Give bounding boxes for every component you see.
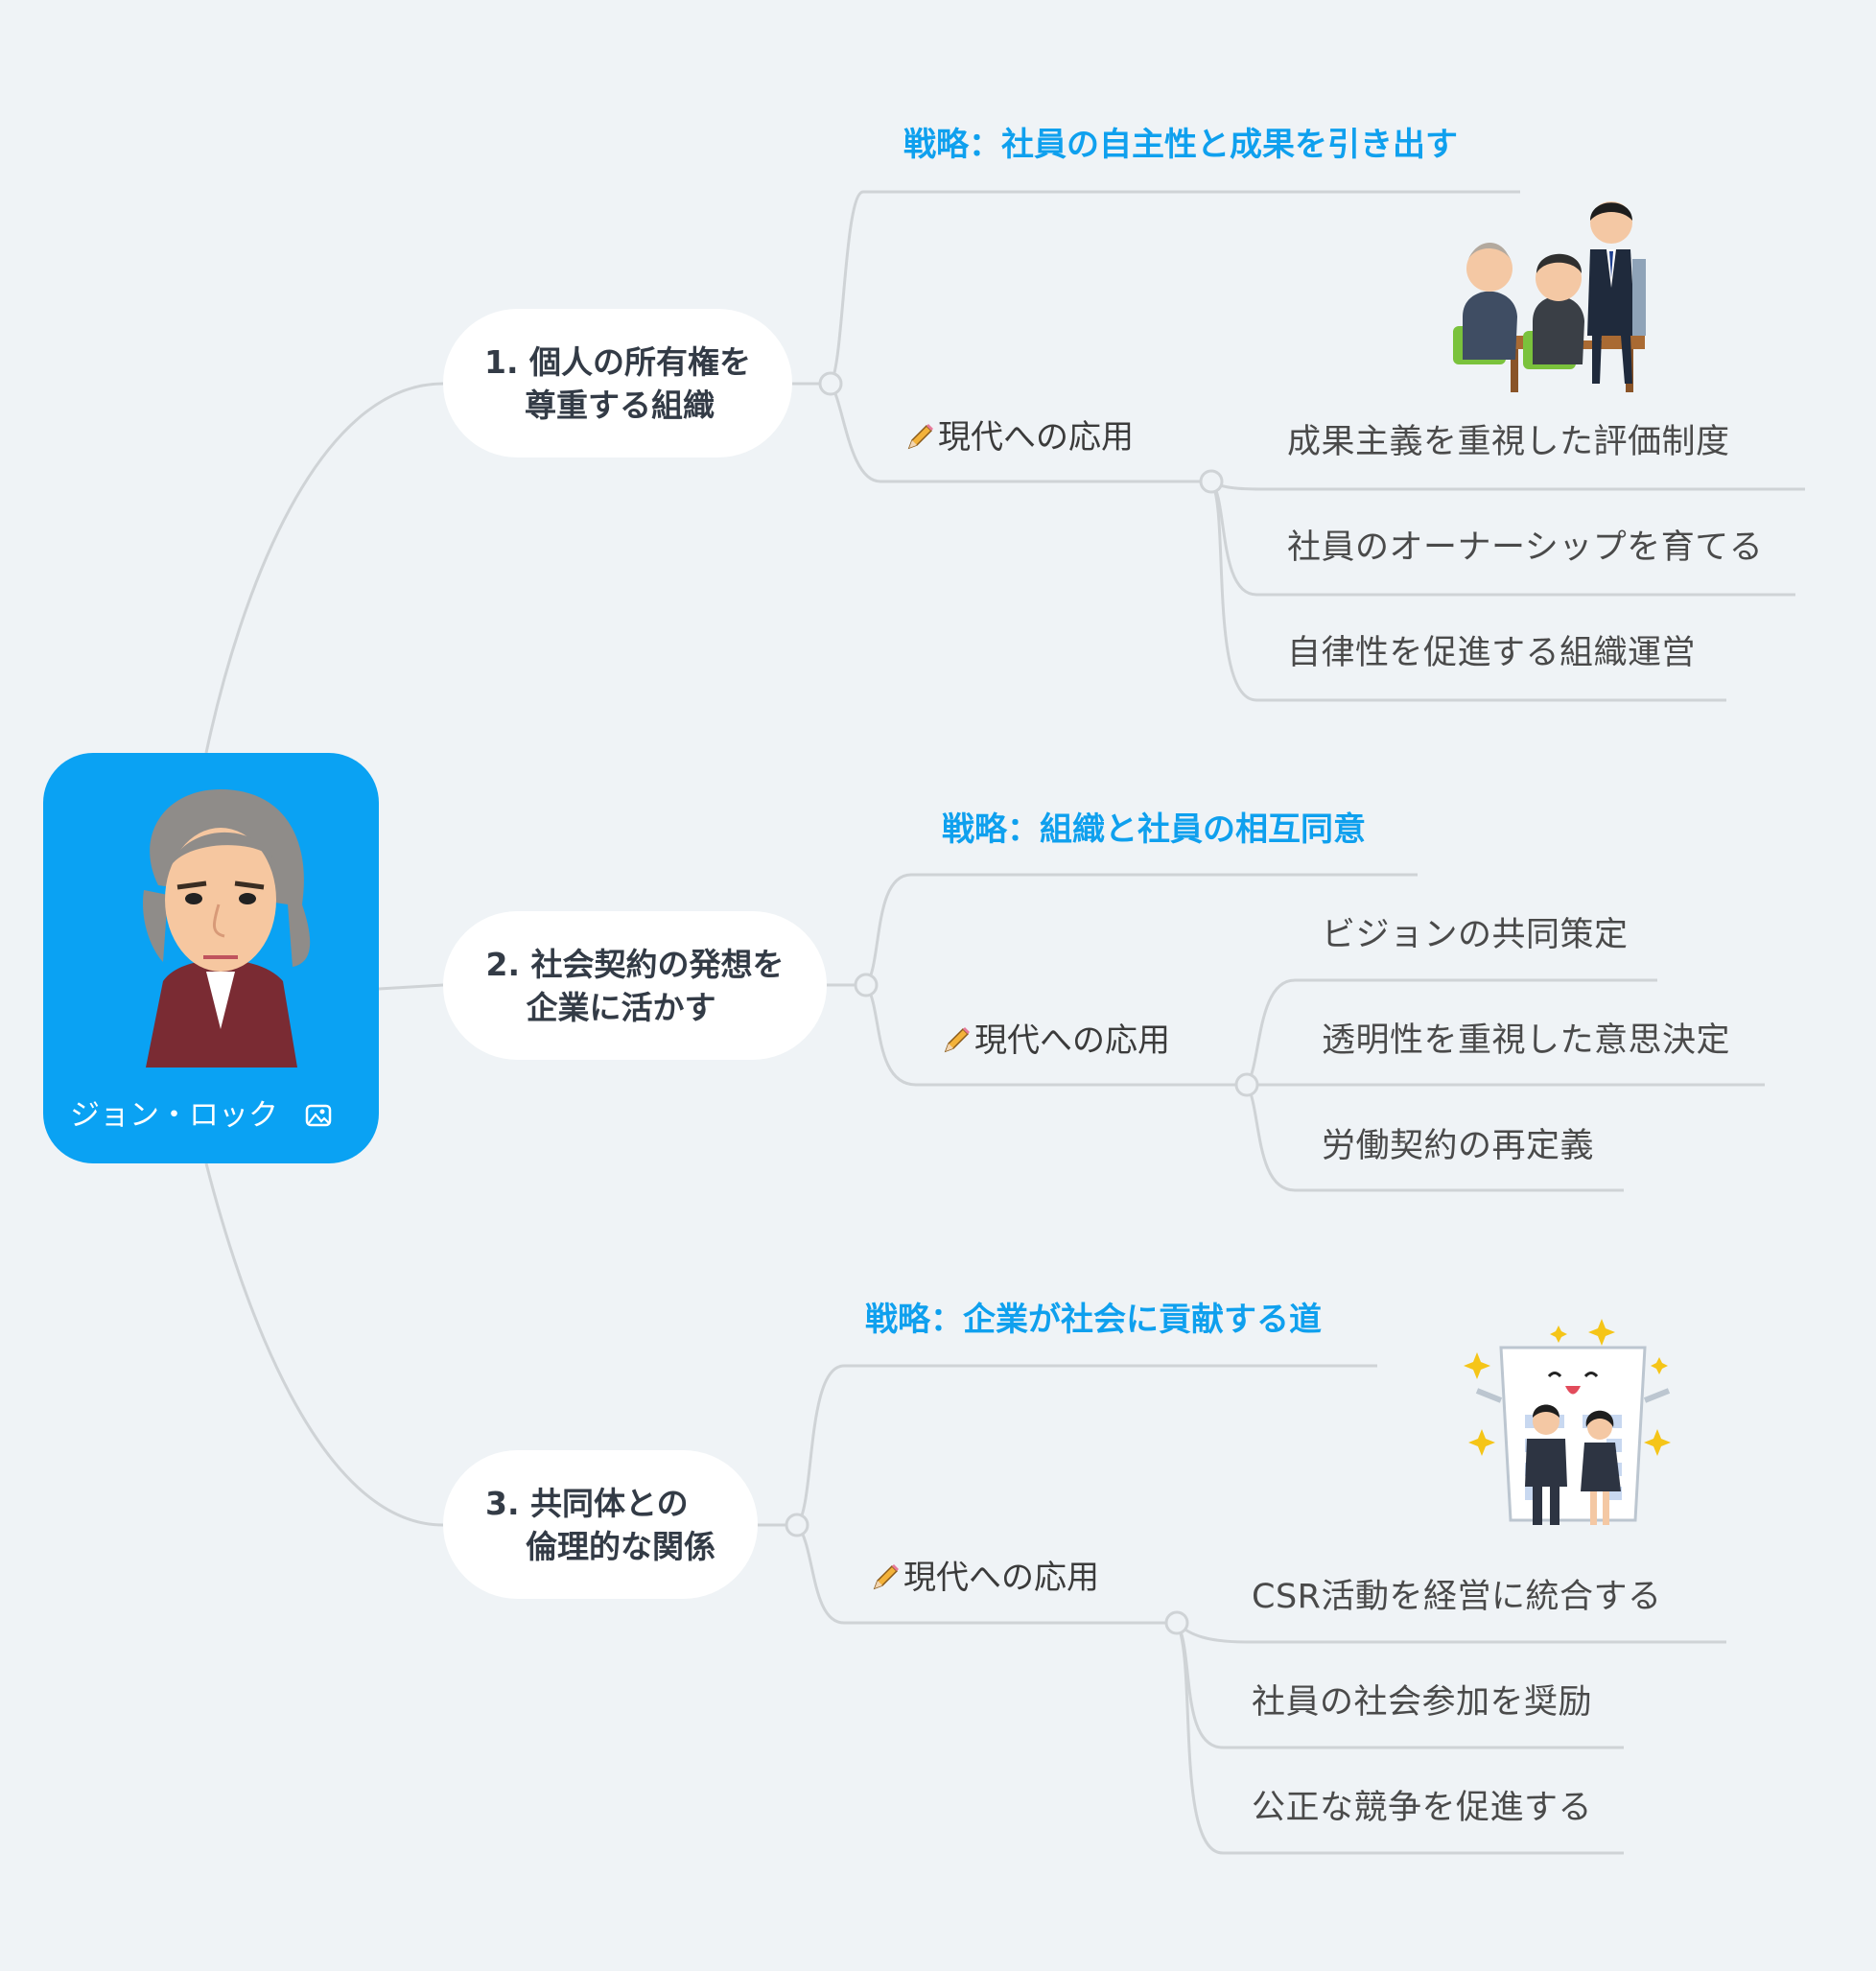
root-label: ジョン・ロック — [70, 1091, 358, 1135]
application-label: 現代への応用 — [974, 1021, 1170, 1060]
application-node-3[interactable]: 現代への応用 — [871, 1551, 1099, 1601]
leaf-2-3[interactable]: 労働契約の再定義 — [1322, 1127, 1595, 1165]
application-label: 現代への応用 — [938, 418, 1134, 457]
application-label: 現代への応用 — [903, 1559, 1099, 1597]
company-csr-illustration — [1464, 1319, 1671, 1525]
root-label-text: ジョン・ロック — [70, 1098, 278, 1133]
leaf-1-2[interactable]: 社員のオーナーシップを育てる — [1287, 528, 1764, 567]
topic-number: 3. — [485, 1484, 520, 1522]
topic-number: 2. — [485, 945, 521, 983]
topic-number: 1. — [484, 342, 519, 381]
leaf-1-3[interactable]: 自律性を促進する組織運営 — [1287, 634, 1697, 672]
root-node-john-locke[interactable]: ジョン・ロック — [43, 753, 379, 1163]
pencil-icon — [871, 1561, 903, 1601]
pencil-icon — [942, 1024, 974, 1064]
john-locke-portrait — [143, 789, 311, 1068]
leaf-2-1[interactable]: ビジョンの共同策定 — [1322, 916, 1629, 954]
topic-title-line2: 企業に活かす — [526, 988, 716, 1026]
leaf-3-2[interactable]: 社員の社会参加を奨励 — [1252, 1683, 1593, 1722]
topic-node-2[interactable]: 2. 社会契約の発想を 企業に活かす — [443, 911, 827, 1060]
interview-illustration — [1453, 201, 1646, 392]
topic-title-line1: 共同体との — [530, 1484, 689, 1522]
application-node-2[interactable]: 現代への応用 — [942, 1014, 1170, 1064]
strategy-label-2[interactable]: 戦略：組織と社員の相互同意 — [942, 810, 1366, 849]
strategy-label-1[interactable]: 戦略：社員の自主性と成果を引き出す — [903, 126, 1458, 164]
topic-title-line1: 個人の所有権を — [529, 342, 751, 381]
strategy-label-3[interactable]: 戦略：企業が社会に貢献する道 — [865, 1301, 1322, 1339]
leaf-2-2[interactable]: 透明性を重視した意思決定 — [1322, 1021, 1731, 1060]
leaf-3-1[interactable]: CSR活動を経営に統合する — [1252, 1578, 1662, 1616]
pencil-icon — [905, 421, 938, 460]
topic-title-line1: 社会契約の発想を — [530, 945, 785, 983]
topic-title-line2: 尊重する組織 — [525, 386, 715, 424]
topic-node-1[interactable]: 1. 個人の所有権を 尊重する組織 — [443, 309, 792, 458]
application-node-1[interactable]: 現代への応用 — [905, 411, 1134, 460]
image-icon[interactable] — [305, 1100, 332, 1135]
leaf-1-1[interactable]: 成果主義を重視した評価制度 — [1287, 423, 1730, 461]
topic-title-line2: 倫理的な関係 — [526, 1527, 715, 1565]
topic-node-3[interactable]: 3. 共同体との 倫理的な関係 — [443, 1450, 758, 1599]
leaf-3-3[interactable]: 公正な競争を促進する — [1252, 1789, 1593, 1827]
